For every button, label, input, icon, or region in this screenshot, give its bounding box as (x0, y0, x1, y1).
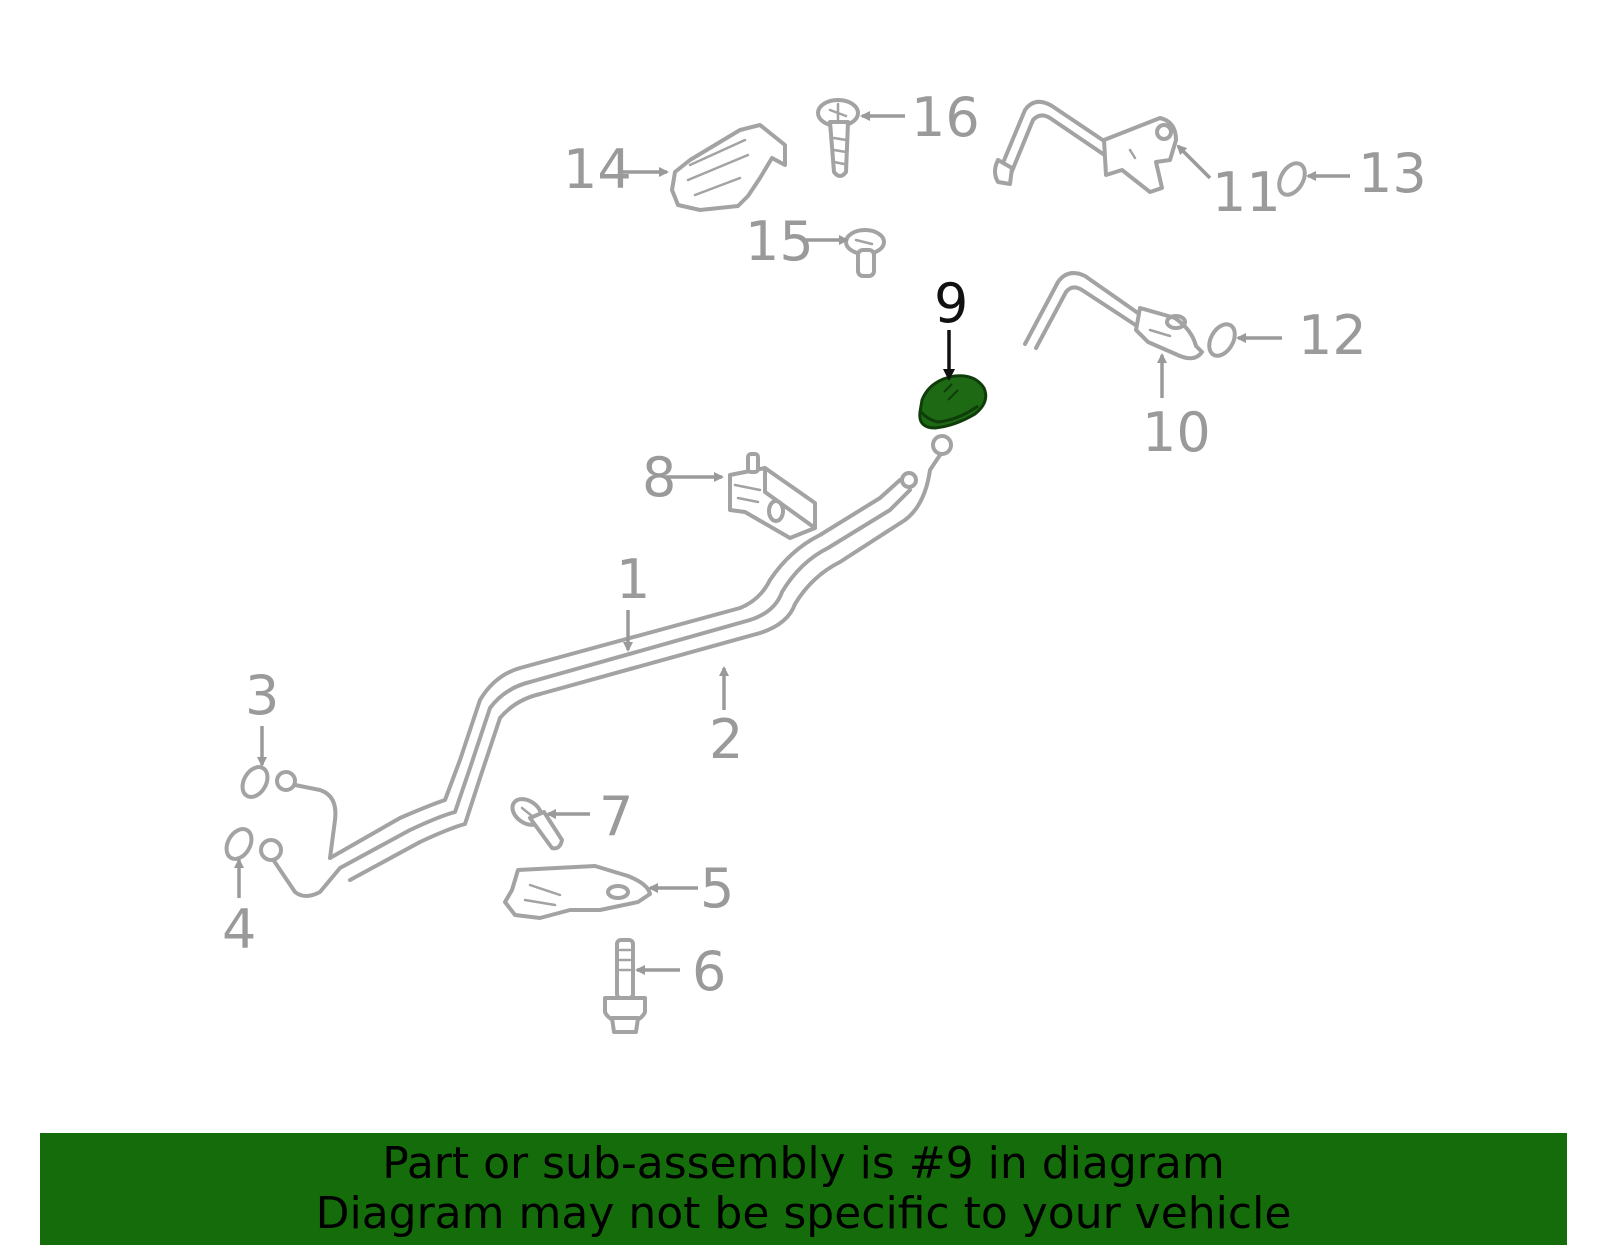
pipe-part-10 (1023, 271, 1204, 361)
pipe-part-1 (259, 478, 912, 898)
pipe-part-11 (993, 99, 1178, 194)
callout-8: 8 (642, 446, 676, 509)
callout-2: 2 (709, 708, 743, 771)
o-ring-part-3 (240, 765, 270, 799)
o-ring-part-4 (224, 827, 254, 861)
heat-shield-part-14 (670, 123, 787, 212)
screw-part-7 (510, 797, 564, 851)
bolt-part-6 (603, 938, 647, 1034)
clip-part-15 (844, 228, 886, 278)
callout-4: 4 (222, 898, 256, 961)
o-ring-part-12 (1207, 322, 1237, 358)
callout-15: 15 (745, 210, 814, 273)
info-banner: Part or sub-assembly is #9 in diagram Di… (40, 1133, 1567, 1245)
bracket-part-5 (503, 864, 652, 920)
callout-16: 16 (911, 86, 980, 149)
pipe-part-2 (348, 434, 953, 882)
callout-7: 7 (599, 785, 633, 848)
banner-line-2: Diagram may not be specific to your vehi… (315, 1188, 1292, 1239)
callout-12: 12 (1298, 304, 1367, 367)
callout-14: 14 (563, 138, 632, 201)
callout-arrows (234, 111, 1350, 975)
screw-part-16 (816, 98, 860, 178)
banner-line-1: Part or sub-assembly is #9 in diagram (382, 1138, 1225, 1189)
callout-3: 3 (245, 664, 279, 727)
callout-1: 1 (616, 548, 650, 611)
connector-part-8 (728, 452, 817, 540)
callout-11: 11 (1212, 161, 1281, 224)
callout-9-highlighted: 9 (934, 272, 968, 335)
callout-6: 6 (692, 940, 726, 1003)
callout-5: 5 (700, 857, 734, 920)
callout-10: 10 (1142, 401, 1211, 464)
callout-13: 13 (1358, 142, 1427, 205)
grommet-part-9-highlighted (918, 374, 988, 430)
o-ring-part-13 (1277, 161, 1307, 197)
